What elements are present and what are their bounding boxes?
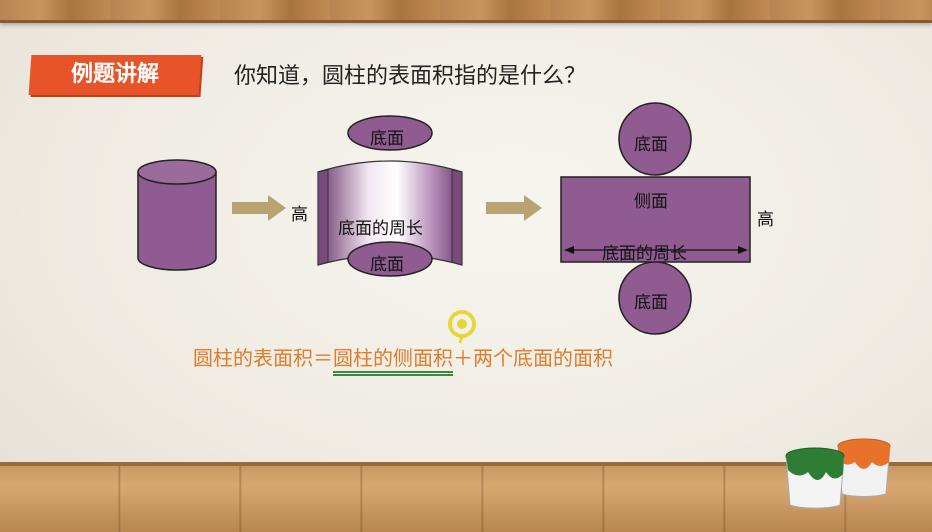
formula-left: 圆柱的表面积＝ [193, 346, 333, 370]
height-label: 高 [291, 205, 308, 225]
formula-lateral-area: 圆柱的侧面积 [333, 346, 453, 370]
question-mark-icon [448, 310, 476, 344]
arrow-right-icon [486, 195, 542, 221]
bottom-base-label: 底面 [370, 255, 404, 275]
unrolling-cylinder [317, 115, 463, 277]
top-base-ellipse [347, 115, 433, 151]
net-bottom-base-label: 底面 [634, 293, 668, 313]
wood-top-border [0, 0, 932, 23]
circumference-label: 底面的周长 [338, 219, 423, 239]
arrow-right-icon [232, 195, 286, 221]
cylinder-net [560, 102, 751, 335]
net-circumference-label: 底面的周长 [602, 244, 687, 264]
net-height-label: 高 [757, 210, 774, 230]
solid-cylinder [137, 159, 217, 271]
net-side-label: 侧面 [634, 192, 668, 212]
paint-buckets-icon [785, 438, 891, 509]
top-base-label: 底面 [370, 129, 404, 149]
question-text: 你知道，圆柱的表面积指的是什么？ [234, 64, 587, 89]
net-top-circle [618, 102, 692, 176]
surface-area-formula: 圆柱的表面积＝圆柱的侧面积＋两个底面的面积 [193, 342, 613, 371]
net-bottom-circle [618, 261, 692, 335]
bottom-base-ellipse [347, 241, 433, 277]
wooden-floor [0, 462, 932, 532]
net-top-base-label: 底面 [634, 135, 668, 155]
net-side-rectangle [560, 176, 751, 263]
formula-right: ＋两个底面的面积 [453, 346, 613, 370]
